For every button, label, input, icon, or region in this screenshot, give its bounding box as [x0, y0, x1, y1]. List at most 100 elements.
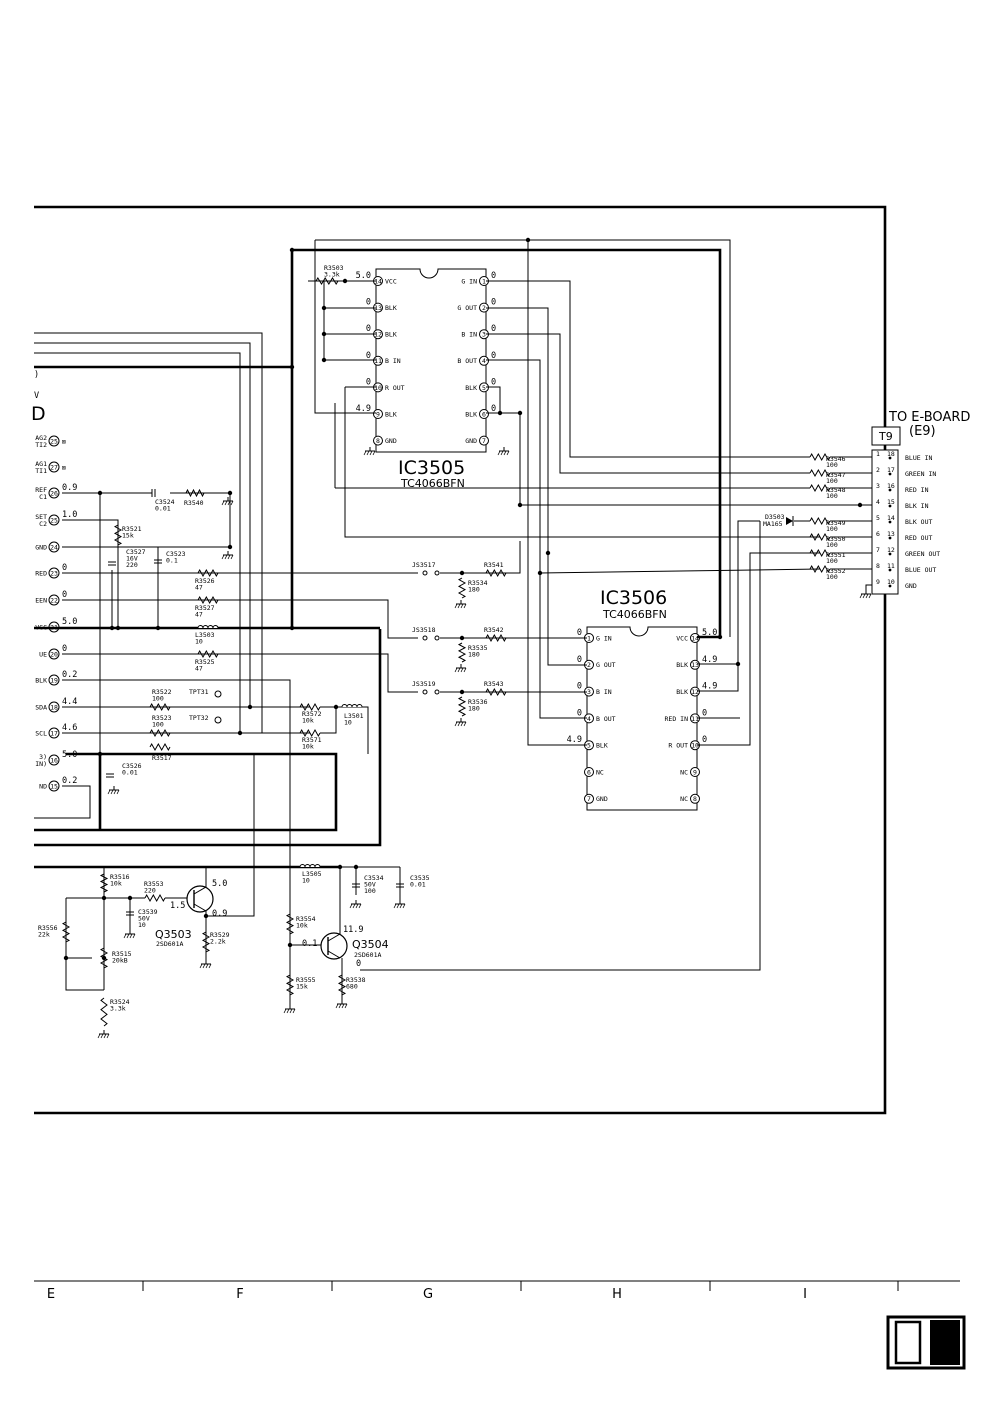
junction-dot	[735, 661, 741, 667]
left-ic-pin-name: RED	[35, 570, 47, 578]
r3534-symbol	[457, 577, 467, 599]
junction-dot	[517, 410, 523, 416]
q3504-ve: 0	[356, 959, 361, 969]
left-ic-nc-mark: ⊠	[62, 438, 66, 446]
r3553-ref: R3553	[144, 880, 164, 888]
ic3506-pin-num: 7	[587, 795, 591, 803]
left-ic-pin-num: 16	[50, 756, 58, 764]
connector-pin-num: 4	[876, 498, 880, 506]
left-ic-pin	[48, 701, 60, 713]
q3504-vc: 11.9	[343, 925, 363, 935]
left-ic-pin-num: 17	[50, 729, 58, 737]
left-ic-pin	[48, 594, 60, 606]
c3523-ref: C3523	[166, 550, 186, 558]
connector-resistor-val: 100	[826, 461, 838, 469]
junction-dot	[287, 942, 293, 948]
junction-dot	[857, 502, 863, 508]
connector-pin-alt: 16	[887, 482, 895, 490]
junction-dot	[525, 237, 531, 243]
r3526-ref: R3526	[195, 577, 215, 585]
connector-ref: (E9)	[909, 424, 936, 439]
ic3505-pin-name: G IN	[461, 277, 477, 285]
r3571-symbol	[299, 728, 321, 738]
r3571-value: 10k	[302, 743, 314, 751]
r3534-value: 180	[468, 586, 480, 594]
ic3505-pin-num: 1	[482, 277, 486, 285]
junction-dot	[237, 730, 243, 736]
left-ic-frag-0: )	[34, 370, 39, 380]
r3572-ref: R3572	[302, 710, 322, 718]
ic3506-pin-voltage: 4.9	[567, 735, 582, 745]
c3534-ref: C3534	[364, 874, 384, 882]
left-ic-pin	[48, 727, 60, 739]
q3503-ref: Q3503	[155, 928, 192, 941]
r3523-ref: R3523	[152, 714, 172, 722]
ic3505-pin-num: 7	[482, 437, 486, 445]
ic3506-label: IC3506	[600, 587, 667, 609]
r3521-ref: R3521	[122, 525, 142, 533]
ic3506-pin-name: RED IN	[665, 715, 689, 723]
ic3505-pin-name: GND	[465, 437, 477, 445]
r3540-ref: R3540	[184, 499, 204, 507]
ic3505-pin-9	[373, 409, 383, 419]
connector-pin-dot	[888, 504, 892, 508]
d3503-ref: D3503	[765, 513, 785, 521]
q3503-vb: 1.5	[170, 901, 185, 911]
ic3506-pin-name: BLK	[676, 688, 688, 696]
r3522-symbol	[149, 702, 171, 712]
ic3506-pin-name: G IN	[596, 634, 612, 642]
r3538-symbol	[337, 974, 347, 996]
junction-dot	[517, 502, 523, 508]
ic3506-pin-voltage: 0	[702, 708, 707, 718]
connector-pin-dot	[888, 536, 892, 540]
r3535-ref: R3535	[468, 644, 488, 652]
ic3505-pin-7	[479, 435, 489, 446]
ic3506-pin-name: BLK	[596, 742, 608, 750]
r3529-ref: R3529	[210, 931, 230, 939]
connector-pin-num: 9	[876, 578, 880, 586]
junction-dot	[333, 704, 339, 710]
connector-pin-alt: 12	[887, 546, 895, 554]
connector-pin-alt: 10	[887, 578, 895, 586]
ic3506-pin-6	[584, 767, 594, 777]
left-ic-pin-num: 26	[50, 489, 58, 497]
left-ic-pin-name: ND	[39, 783, 47, 791]
connector-pin-dot	[888, 552, 892, 556]
ic3506-pin-name: B IN	[596, 688, 612, 696]
junction-dot	[227, 490, 233, 496]
left-ic-pin-name2: IN)	[35, 760, 47, 768]
connector-resistor-val: 100	[826, 557, 838, 565]
r3555-value: 15k	[296, 983, 308, 991]
r3524-symbol	[100, 997, 108, 1027]
connector-pin-dot	[888, 472, 892, 476]
wiring	[34, 239, 872, 1005]
r3529-value: 2.2k	[210, 938, 226, 946]
ic3506-pin-name: NC	[596, 768, 604, 776]
ic3506-pin-num: 6	[587, 768, 591, 776]
c3535-value: 0.01	[410, 881, 426, 889]
junction-dot	[203, 913, 209, 919]
connector-pin-dot	[888, 520, 892, 524]
r3536-value: 180	[468, 705, 480, 713]
junction-dot	[109, 625, 115, 631]
connector-pin-alt: 18	[887, 450, 895, 458]
left-ic-pin	[48, 461, 60, 473]
ic3505-pin-6	[479, 409, 489, 419]
r3542-symbol	[485, 633, 507, 643]
left-ic-pin-name: 3)	[39, 753, 47, 761]
l3503-value: 10	[195, 638, 203, 646]
r3536-symbol	[457, 696, 467, 717]
connector-pin-num: 2	[876, 466, 880, 474]
inductor-coil	[299, 864, 321, 868]
ic3505-pin-name: BLK	[385, 304, 397, 312]
connector-resistor-ref: R3549	[826, 519, 846, 527]
r3553-value: 220	[144, 887, 156, 895]
r3556-ref: R3556	[38, 924, 58, 932]
r3521-symbol	[113, 524, 123, 546]
q3503-vc: 5.0	[212, 879, 227, 889]
c3524-value: 0.01	[155, 505, 171, 513]
left-ic-pin-name: BLK	[35, 677, 47, 685]
q3504-part: 2SD601A	[354, 951, 381, 959]
ic3505-pin-name: BLK	[465, 384, 477, 392]
